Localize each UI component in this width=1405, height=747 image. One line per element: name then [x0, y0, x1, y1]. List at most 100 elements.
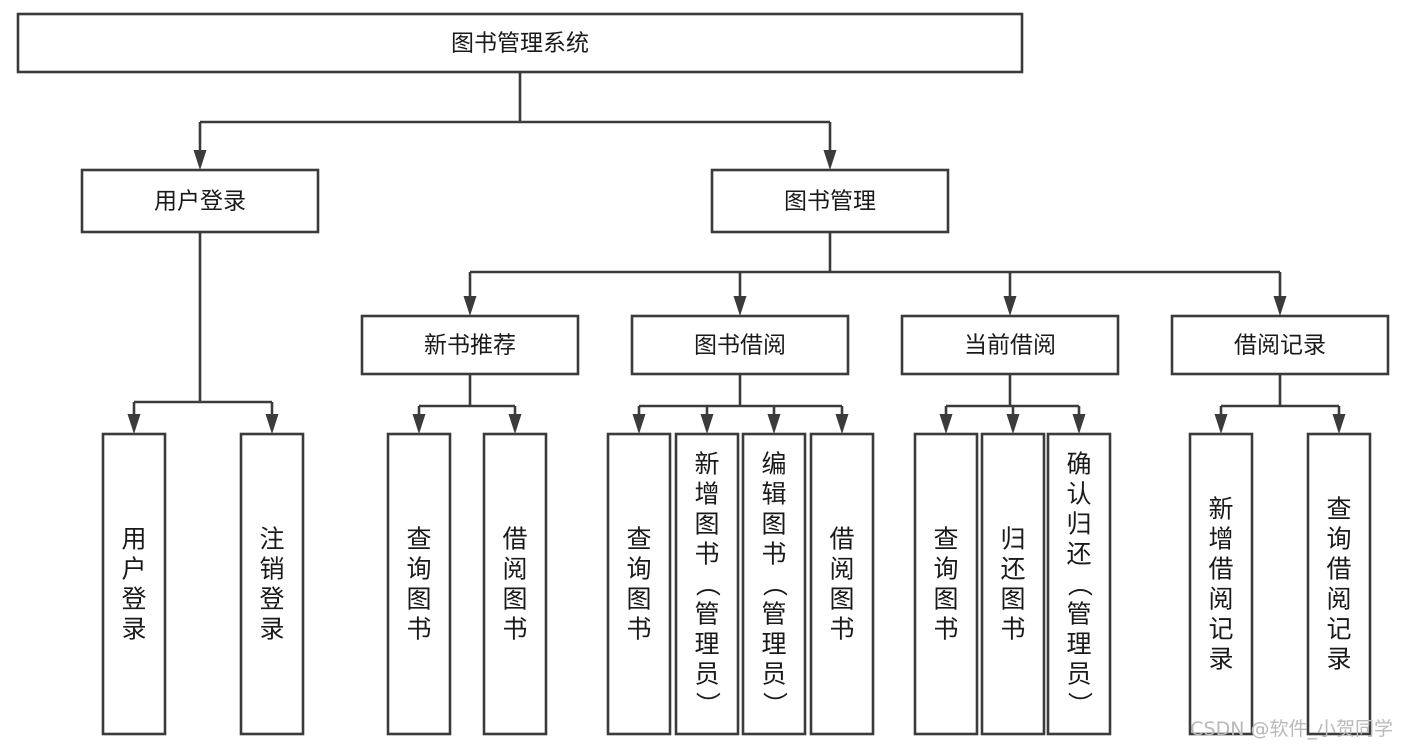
node-label-char: 图	[626, 584, 651, 613]
node-root[interactable]: 图书管理系统	[16, 12, 1024, 74]
node-box-leaf-add-book-admin[interactable]	[674, 432, 740, 736]
node-box-leaf-confirm-return-admin[interactable]	[1046, 432, 1112, 736]
node-label-char: 用	[121, 524, 146, 553]
node-box-leaf-borrow-book[interactable]	[809, 432, 875, 736]
arrow-head-icon	[939, 414, 953, 434]
node-label-char: ）	[760, 692, 789, 717]
node-label-char: 书	[829, 614, 854, 643]
node-box-current-borrow[interactable]	[900, 314, 1120, 376]
node-label-char: 管	[694, 599, 719, 628]
node-box-leaf-user-login[interactable]	[101, 432, 167, 736]
node-box-leaf-return-book[interactable]	[980, 432, 1046, 736]
node-box-book-manage[interactable]	[710, 168, 950, 234]
node-label-char: 注	[259, 524, 284, 553]
node-label-char: 询	[406, 554, 431, 583]
node-book-manage[interactable]: 图书管理	[710, 168, 950, 234]
arrow-head-icon	[508, 414, 522, 434]
node-label-char: 记	[1326, 614, 1351, 643]
node-label-char: 图	[406, 584, 431, 613]
node-label-book-manage: 图书管理	[784, 189, 876, 215]
arrow-head-icon	[733, 296, 747, 316]
node-label-char: 询	[1326, 524, 1351, 553]
node-user-login[interactable]: 用户登录	[80, 168, 320, 234]
node-label-char: 阅	[1326, 584, 1351, 613]
node-label-char: 查	[626, 524, 651, 553]
node-box-leaf-query-borrow-record[interactable]	[1306, 432, 1372, 736]
node-label-char: 理	[1066, 629, 1091, 658]
node-label-char: 借	[1326, 554, 1351, 583]
arrow-head-icon	[1006, 414, 1020, 434]
node-borrow-record[interactable]: 借阅记录	[1170, 314, 1390, 376]
node-label-char: 查	[933, 524, 958, 553]
node-box-leaf-query-book-borrow[interactable]	[606, 432, 672, 736]
node-label-char: （	[760, 572, 789, 597]
node-current-borrow[interactable]: 当前借阅	[900, 314, 1120, 376]
node-leaf-user-login[interactable]: 用户登录	[101, 432, 167, 736]
node-label-char: 新	[694, 449, 719, 478]
arrow-head-icon	[265, 414, 279, 434]
node-box-leaf-query-book-current[interactable]	[913, 432, 979, 736]
node-box-leaf-edit-book-admin[interactable]	[741, 432, 807, 736]
node-box-leaf-query-book-rec[interactable]	[386, 432, 452, 736]
node-label-char: 书	[626, 614, 651, 643]
node-box-leaf-add-borrow-record[interactable]	[1188, 432, 1254, 736]
node-box-book-borrow[interactable]	[630, 314, 850, 376]
node-label-char: 员	[761, 659, 786, 688]
node-label-char: 阅	[829, 554, 854, 583]
node-box-new-book-rec[interactable]	[360, 314, 580, 376]
node-label-char: 辑	[761, 479, 786, 508]
node-box-borrow-record[interactable]	[1170, 314, 1390, 376]
node-label-char: 询	[933, 554, 958, 583]
node-label-char: 图	[694, 509, 719, 538]
node-label-char: 编	[761, 449, 786, 478]
node-label-char: 还	[1066, 539, 1091, 568]
node-label-char: 录	[259, 614, 284, 643]
arrow-head-icon	[127, 414, 141, 434]
node-label-root: 图书管理系统	[451, 31, 589, 57]
node-box-root[interactable]	[16, 12, 1024, 74]
node-label-char: 书	[1000, 614, 1025, 643]
node-label-char: 确	[1066, 449, 1091, 478]
node-label-char: 书	[406, 614, 431, 643]
node-label-char: 查	[406, 524, 431, 553]
node-label-char: 借	[829, 524, 854, 553]
nodes-layer: 图书管理系统用户登录图书管理新书推荐图书借阅当前借阅借阅记录用户登录注销登录查询…	[16, 12, 1390, 736]
arrow-head-icon	[1273, 296, 1287, 316]
node-label-char: 管	[761, 599, 786, 628]
node-label-char: 增	[694, 479, 719, 508]
node-new-book-rec[interactable]: 新书推荐	[360, 314, 580, 376]
node-book-borrow[interactable]: 图书借阅	[630, 314, 850, 376]
node-label-char: 图	[933, 584, 958, 613]
node-label-char: 理	[694, 629, 719, 658]
node-label-char: 借	[502, 524, 527, 553]
arrow-head-icon	[1332, 414, 1346, 434]
node-box-leaf-borrow-book-rec[interactable]	[482, 432, 548, 736]
node-label-char: 询	[626, 554, 651, 583]
node-label-char: （	[1065, 572, 1094, 597]
node-label-char: 录	[1208, 644, 1233, 673]
node-label-current-borrow: 当前借阅	[964, 333, 1056, 359]
node-box-user-login[interactable]	[80, 168, 320, 234]
node-label-char: 阅	[1208, 584, 1233, 613]
node-box-leaf-logout[interactable]	[239, 432, 305, 736]
node-label-char: 查	[1326, 494, 1351, 523]
node-label-char: 员	[1066, 659, 1091, 688]
node-label-char: 新	[1208, 494, 1233, 523]
arrow-head-icon	[1003, 296, 1017, 316]
arrow-head-icon	[823, 150, 837, 170]
node-label-char: 图	[829, 584, 854, 613]
node-label-char: （	[693, 572, 722, 597]
